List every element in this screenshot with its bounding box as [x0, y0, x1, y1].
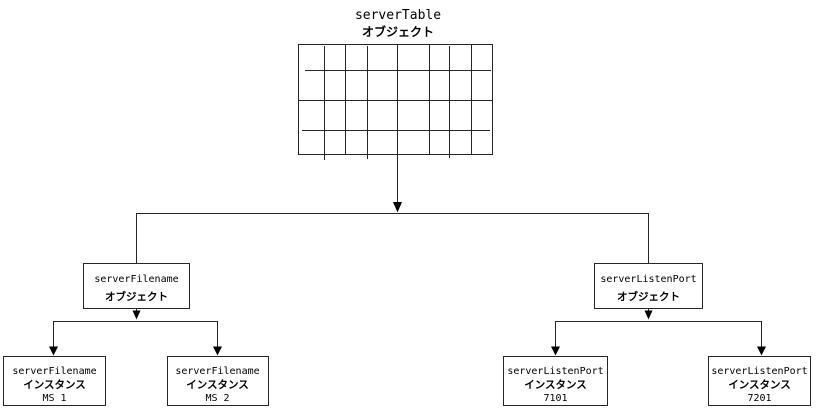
object-name: serverListenPort: [600, 274, 696, 285]
object-type-label: オブジェクト: [105, 290, 168, 303]
instance-name: serverListenPort: [507, 366, 603, 377]
instance-type-label: インスタンス: [23, 379, 86, 391]
object-name: serverFilename: [94, 274, 178, 285]
arrowhead-down-icon: [757, 346, 766, 356]
instance-box-7101: serverListenPort インスタンス 7101: [503, 356, 608, 406]
arrowhead-down-icon: [49, 346, 58, 356]
right-object-arrow: [644, 308, 653, 320]
instance-name: serverListenPort: [711, 366, 807, 377]
instance-box-ms1: serverFilename インスタンス MS 1: [3, 356, 106, 406]
left-branch-connector: [49, 321, 222, 356]
instance-name: serverFilename: [175, 366, 259, 377]
root-title: serverTable: [355, 8, 441, 23]
root-connector: [393, 44, 402, 213]
instance-type-label: インスタンス: [186, 379, 249, 391]
instance-type-label: インスタンス: [524, 379, 587, 391]
instance-name: serverFilename: [12, 366, 96, 377]
left-object-arrow: [132, 308, 141, 320]
instance-id: 7101: [543, 393, 567, 404]
trunk-connector: [136, 213, 649, 263]
root-subtitle: オブジェクト: [362, 24, 434, 39]
arrowhead-down-icon: [132, 310, 141, 320]
instance-box-ms2: serverFilename インスタンス MS 2: [167, 356, 269, 406]
object-box-serverfilename: serverFilename オブジェクト: [83, 263, 190, 309]
arrowhead-down-icon: [551, 346, 560, 356]
arrowhead-down-icon: [393, 202, 402, 213]
arrowhead-down-icon: [213, 346, 222, 356]
object-type-label: オブジェクト: [617, 290, 680, 303]
object-box-serverlistenport: serverListenPort オブジェクト: [594, 263, 703, 309]
arrowhead-down-icon: [644, 310, 653, 320]
instance-id: MS 2: [205, 393, 229, 404]
servertable-grid-icon: [298, 44, 493, 160]
instance-box-7201: serverListenPort インスタンス 7201: [708, 356, 811, 406]
right-branch-connector: [551, 321, 766, 356]
instance-id: MS 1: [42, 393, 66, 404]
instance-type-label: インスタンス: [728, 379, 791, 391]
instance-id: 7201: [747, 393, 771, 404]
